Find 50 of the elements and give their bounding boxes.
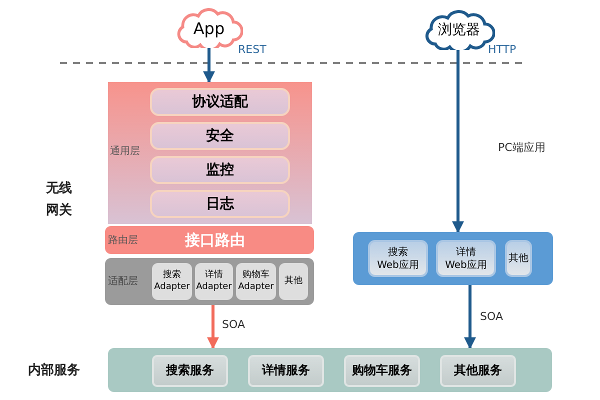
- box-label: 详情服务: [262, 363, 310, 379]
- box-label: 详情 Adapter: [195, 270, 233, 294]
- function-box: [150, 122, 290, 150]
- arrow: [464, 285, 476, 350]
- box-label: 监控: [206, 160, 234, 180]
- function-box: [150, 156, 290, 184]
- function-box: [150, 88, 290, 116]
- app-box: [436, 240, 496, 277]
- arrow: [203, 48, 215, 84]
- cloud-label: App: [193, 18, 225, 38]
- box-label: 购物车 Adapter: [237, 270, 275, 294]
- box-label: 搜索服务: [166, 363, 214, 379]
- service-box: [248, 355, 324, 387]
- box-label: 搜索 Adapter: [153, 270, 191, 294]
- arrow: [207, 305, 219, 350]
- function-box: [150, 190, 290, 218]
- box-label: 日志: [206, 194, 234, 214]
- box-label: 其他服务: [454, 363, 502, 379]
- layer-band: [105, 226, 314, 254]
- edge-label: SOA: [222, 318, 245, 331]
- layer-panel: [105, 258, 314, 305]
- layer-title: 接口路由: [185, 231, 245, 250]
- adapter-box: [152, 263, 192, 300]
- app-box: [368, 240, 428, 277]
- app-panel: [353, 232, 553, 285]
- box-label: 购物车服务: [352, 363, 412, 379]
- text-label: REST: [238, 43, 266, 56]
- service-box: [344, 355, 420, 387]
- service-box: [152, 355, 228, 387]
- adapter-box: [195, 263, 233, 300]
- adapter-box: [279, 263, 308, 300]
- box-label: 搜索 Web应用: [376, 246, 420, 272]
- service-box: [440, 355, 516, 387]
- layer-label: 适配层: [108, 274, 138, 288]
- text-label: HTTP: [488, 43, 516, 56]
- layer-label: 内部服务: [28, 362, 80, 379]
- cloud-label: 浏览器: [438, 21, 480, 39]
- box-label: 安全: [206, 126, 234, 146]
- text-label: 无线网关: [46, 180, 73, 220]
- adapter-box: [236, 263, 276, 300]
- layer-label: 路由层: [108, 234, 138, 247]
- box-label: 其他: [284, 276, 302, 288]
- layer-label: 通用层: [110, 144, 140, 158]
- box-label: 协议适配: [192, 92, 248, 112]
- edge-label: PC端应用: [498, 140, 546, 155]
- app-box: [505, 240, 532, 277]
- box-label: 详情 Web应用: [444, 246, 488, 272]
- layer-panel: [108, 82, 312, 224]
- box-label: 其他: [508, 252, 528, 265]
- edge-label: SOA: [480, 310, 503, 323]
